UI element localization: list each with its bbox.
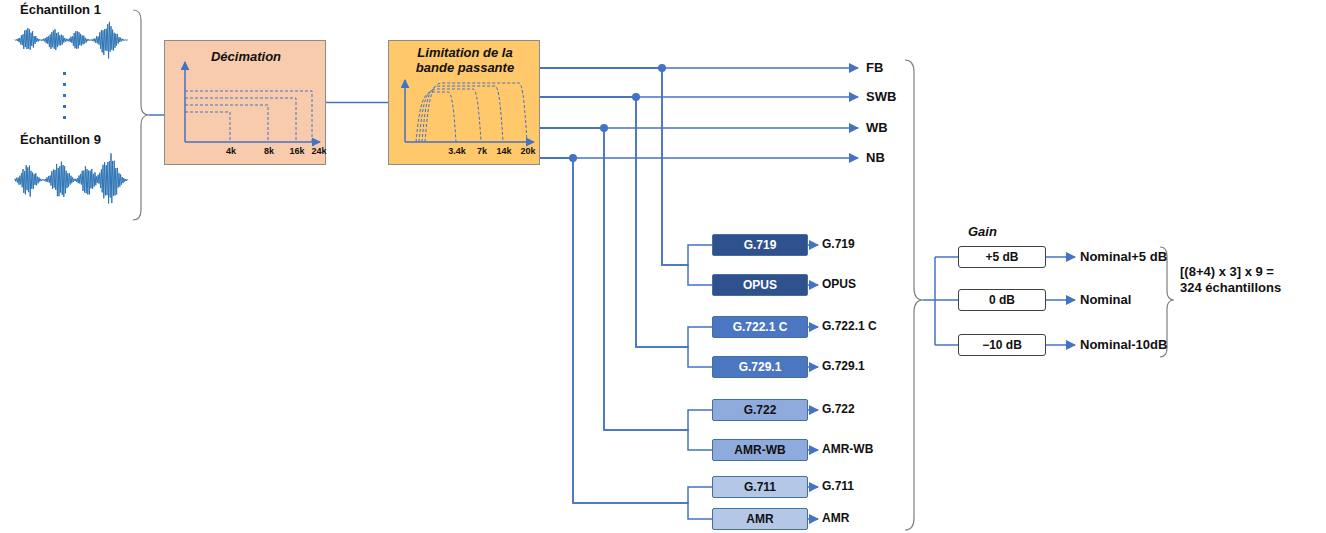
box-label: G.719: [744, 238, 777, 252]
connector: [540, 97, 712, 367]
waveform: [15, 22, 128, 204]
codec-box: −10 dB: [958, 334, 1046, 356]
output-label: WB: [866, 120, 888, 135]
output-label: G.722.1 C: [822, 319, 877, 334]
output-label: Nominal: [1080, 292, 1131, 307]
ellipsis-dots: [63, 72, 66, 119]
axis-tick-label: 24k: [311, 146, 326, 157]
connector: [540, 128, 712, 430]
box-title: Limitation de la bande passante: [405, 45, 525, 75]
connector: [326, 102, 388, 104]
codec-box: AMR: [712, 508, 808, 530]
count-note: [(8+4) x 3] x 9 = 324 échantillons: [1180, 264, 1298, 296]
connector: [540, 158, 712, 503]
connector: [540, 68, 712, 285]
output-label: Nominal-10dB: [1080, 337, 1167, 352]
connector: [540, 158, 712, 519]
codec-box: G.729.1: [712, 356, 808, 378]
output-label: Échantillon 1: [20, 2, 101, 17]
junction-dot: [569, 64, 666, 162]
box-label: G.711: [744, 480, 776, 494]
output-label: G.722: [822, 402, 855, 417]
box-fill: [164, 40, 326, 165]
box-label: −10 dB: [982, 338, 1022, 352]
output-label: Nominal+5 dB: [1080, 249, 1167, 264]
output-label: G.711: [822, 479, 854, 494]
output-label: SWB: [866, 89, 896, 104]
axis-tick-label: 20k: [520, 146, 535, 157]
output-label: OPUS: [822, 277, 856, 292]
box-label: G.729.1: [739, 360, 782, 374]
axis-tick-label: 14k: [496, 146, 511, 157]
output-label: Échantillon 9: [20, 132, 101, 147]
codec-box: OPUS: [712, 274, 808, 296]
axis-tick-label: 7k: [477, 146, 487, 157]
output-label: AMR: [822, 511, 849, 526]
connector-line: [149, 62, 1075, 519]
box-label: +5 dB: [985, 250, 1018, 264]
output-label: G.719: [822, 237, 855, 252]
box-label: G.722: [744, 403, 777, 417]
connector: [540, 97, 712, 347]
axis-tick-label: 3.4k: [448, 146, 466, 157]
output-label: NB: [866, 150, 885, 165]
brace: [133, 10, 1174, 530]
axis-tick-label: 4k: [226, 146, 236, 157]
axis-tick-label: 16k: [289, 146, 304, 157]
output-label: FB: [866, 60, 883, 75]
box-label: AMR: [746, 512, 773, 526]
codec-box: 0 dB: [958, 289, 1046, 311]
connector: [540, 128, 712, 450]
codec-box: G.719: [712, 234, 808, 256]
box-label: G.722.1 C: [733, 320, 788, 334]
axis-tick-label: 8k: [264, 146, 274, 157]
process-box: Décimation 4k 8k 16k 24k: [164, 40, 326, 165]
process-box: Limitation de la bande passante 3.4k 7k 14k…: [388, 40, 540, 165]
box-label: 0 dB: [989, 293, 1015, 307]
box-label: OPUS: [743, 278, 777, 292]
output-label: AMR-WB: [822, 442, 873, 457]
output-label: G.729.1: [822, 359, 865, 374]
box-fill: [388, 40, 540, 165]
box-title: Décimation: [165, 49, 327, 64]
group-title: Gain: [968, 224, 997, 239]
box-label: AMR-WB: [734, 443, 785, 457]
codec-box: +5 dB: [958, 246, 1046, 268]
codec-box: AMR-WB: [712, 439, 808, 461]
codec-box: G.722: [712, 399, 808, 421]
codec-box: G.711: [712, 476, 808, 498]
codec-box: G.722.1 C: [712, 316, 808, 338]
